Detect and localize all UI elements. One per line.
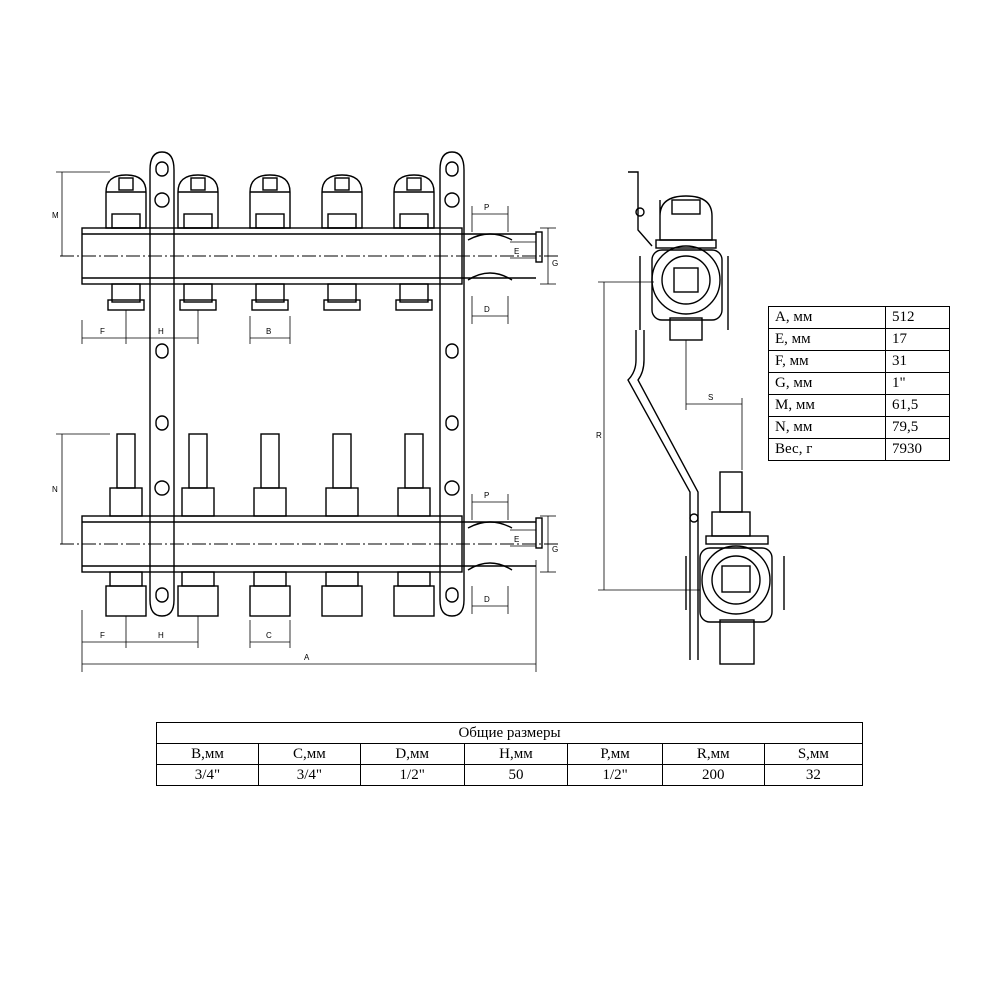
dimension-lines [56, 171, 743, 672]
spec-key: N, мм [768, 416, 886, 439]
spec-value: 61,5 [885, 394, 950, 417]
spec-key: G, мм [768, 372, 886, 395]
column-header: P,мм [567, 743, 663, 765]
dim-label-b: B [266, 327, 271, 336]
dim-label-e-upper: E [514, 247, 519, 256]
dim-label-p-lower: P [484, 491, 489, 500]
spec-key: E, мм [768, 328, 886, 351]
spec-key: M, мм [768, 394, 886, 417]
spec-value: 1" [885, 372, 950, 395]
dim-label-h-lower: H [158, 631, 164, 640]
upper-valve-caps [105, 174, 435, 311]
spec-key: F, мм [768, 350, 886, 373]
side-view-lower-valve [685, 471, 785, 665]
table-cell: 1/2" [359, 764, 465, 786]
dim-label-p-upper: P [484, 203, 489, 212]
dim-label-d-lower: D [484, 595, 490, 604]
lower-flow-meters [105, 433, 435, 617]
dim-label-c: C [266, 631, 272, 640]
dim-label-r: R [596, 431, 602, 440]
table-cell: 50 [463, 764, 569, 786]
dim-label-a: A [304, 653, 310, 662]
table-cell: 200 [661, 764, 765, 786]
dim-label-f-lower: F [100, 631, 105, 640]
table-header-row: B,мм C,мм D,мм H,мм P,мм R,мм S,мм [156, 743, 864, 765]
table-title: Общие размеры [156, 722, 863, 744]
table-cell: 3/4" [257, 764, 361, 786]
spec-value: 512 [885, 306, 950, 329]
table-cell: 32 [763, 764, 864, 786]
dim-label-n: N [52, 485, 58, 494]
dim-label-g-lower: G [552, 545, 558, 554]
table-cell: 3/4" [156, 764, 259, 786]
dim-label-m: M [52, 211, 59, 220]
left-bracket [149, 151, 175, 617]
spec-value: 79,5 [885, 416, 950, 439]
dim-label-s: S [708, 393, 713, 402]
dim-label-h-upper: H [158, 327, 164, 336]
column-header: D,мм [359, 743, 465, 765]
spec-key: A, мм [768, 306, 886, 329]
table-row: 3/4" 3/4" 1/2" 50 1/2" 200 32 [156, 764, 864, 786]
side-view-upper-valve [628, 171, 729, 341]
spec-value: 31 [885, 350, 950, 373]
dim-label-d-upper: D [484, 305, 490, 314]
spec-key: Вес, г [768, 438, 886, 461]
table-title-row: Общие размеры [156, 722, 863, 744]
table-cell: 1/2" [567, 764, 663, 786]
column-header: R,мм [661, 743, 765, 765]
side-view-bracket [627, 207, 699, 660]
dim-label-f-upper: F [100, 327, 105, 336]
column-header: C,мм [257, 743, 361, 765]
column-header: H,мм [463, 743, 569, 765]
dim-label-e-lower: E [514, 535, 519, 544]
column-header: S,мм [763, 743, 864, 765]
spec-value: 17 [885, 328, 950, 351]
centre-axis [60, 255, 560, 545]
right-bracket [439, 151, 465, 617]
dim-label-g-upper: G [552, 259, 558, 268]
general-dimensions-table: Общие размеры B,мм C,мм D,мм H,мм P,мм R… [156, 722, 864, 786]
spec-value: 7930 [885, 438, 950, 461]
column-header: B,мм [156, 743, 259, 765]
